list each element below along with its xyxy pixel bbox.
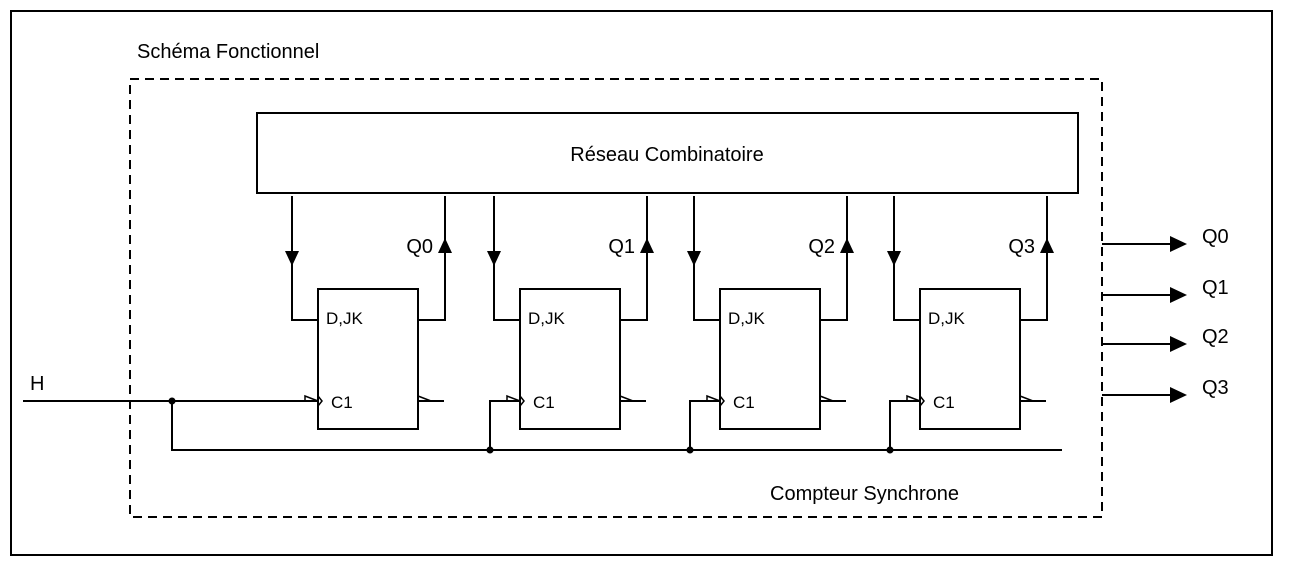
flip-flop-clock-label: C1 [331,393,353,412]
flip-flop-clock-label: C1 [533,393,555,412]
up-arrow-icon [1040,238,1054,253]
diagram-title: Schéma Fonctionnel [137,41,319,63]
flip-flop-box [719,288,821,430]
next-state-line [493,196,520,321]
feedback-line [620,196,648,321]
combinational-network-label: Réseau Combinatoire [570,144,763,166]
output-q2: Q2 [1102,326,1229,352]
feedback-line [418,196,446,321]
synchronous-counter-boundary [129,78,1103,518]
flip-flop-output-label: Q2 [808,236,835,258]
clock-edge-icon [519,395,525,407]
clock-edge-icon [706,394,721,402]
clock-edge-icon [906,394,921,402]
flip-flop-output-label: Q3 [1008,236,1035,258]
carry-edge-icon [1019,395,1034,402]
clock-edge-icon [719,395,725,407]
down-arrow-icon [887,251,901,266]
carry-edge-icon [417,395,432,402]
clock-junction [886,446,894,454]
clock-edge-icon [919,395,925,407]
flip-flop-input-label: D,JK [528,309,566,328]
subsystem-label: Compteur Synchrone [770,483,959,505]
next-state-line [291,196,318,321]
clock-branch-line [489,400,520,450]
clock-junction [486,446,494,454]
up-arrow-icon [840,238,854,253]
output-q0: Q0 [1102,226,1229,252]
combinational-network-block [256,112,1079,194]
down-arrow-icon [487,251,501,266]
flip-flop-output-label: Q0 [406,236,433,258]
flip-flop-clock-label: C1 [933,393,955,412]
right-arrow-icon [1170,287,1187,303]
carry-edge-icon [619,395,634,402]
output-label: Q3 [1202,377,1229,399]
up-arrow-icon [640,238,654,253]
carry-edge-icon [819,395,834,402]
clock-junction [686,446,694,454]
next-state-line [893,196,920,321]
flip-flop-input-label: D,JK [928,309,966,328]
output-q1: Q1 [1102,277,1229,303]
output-label: Q0 [1202,226,1229,248]
feedback-line [820,196,848,321]
next-state-line [693,196,720,321]
flip-flop-3: D,JK C1 Q3 [886,196,1054,454]
clock-edge-icon [304,394,319,402]
output-q3: Q3 [1102,377,1229,403]
clock-edge-icon [317,395,323,407]
right-arrow-icon [1170,236,1187,252]
flip-flop-0: D,JK C1 Q0 [285,196,452,430]
clock-bus [171,401,1062,451]
output-label: Q2 [1202,326,1229,348]
up-arrow-icon [438,238,452,253]
clock-edge-icon [506,394,521,402]
flip-flop-output-label: Q1 [608,236,635,258]
outer-frame [10,10,1273,556]
flip-flop-input-label: D,JK [728,309,766,328]
flip-flop-box [919,288,1021,430]
right-arrow-icon [1170,336,1187,352]
down-arrow-icon [285,251,299,266]
flip-flop-box [519,288,621,430]
output-label: Q1 [1202,277,1229,299]
clock-branch-line [689,400,720,450]
down-arrow-icon [687,251,701,266]
flip-flop-1: D,JK C1 Q1 [486,196,654,454]
clock-input-label: H [30,373,44,395]
feedback-line [1020,196,1048,321]
flip-flop-box [317,288,419,430]
flip-flop-input-label: D,JK [326,309,364,328]
clock-branch-line [889,400,920,450]
flip-flop-clock-label: C1 [733,393,755,412]
right-arrow-icon [1170,387,1187,403]
flip-flop-2: D,JK C1 Q2 [686,196,854,454]
